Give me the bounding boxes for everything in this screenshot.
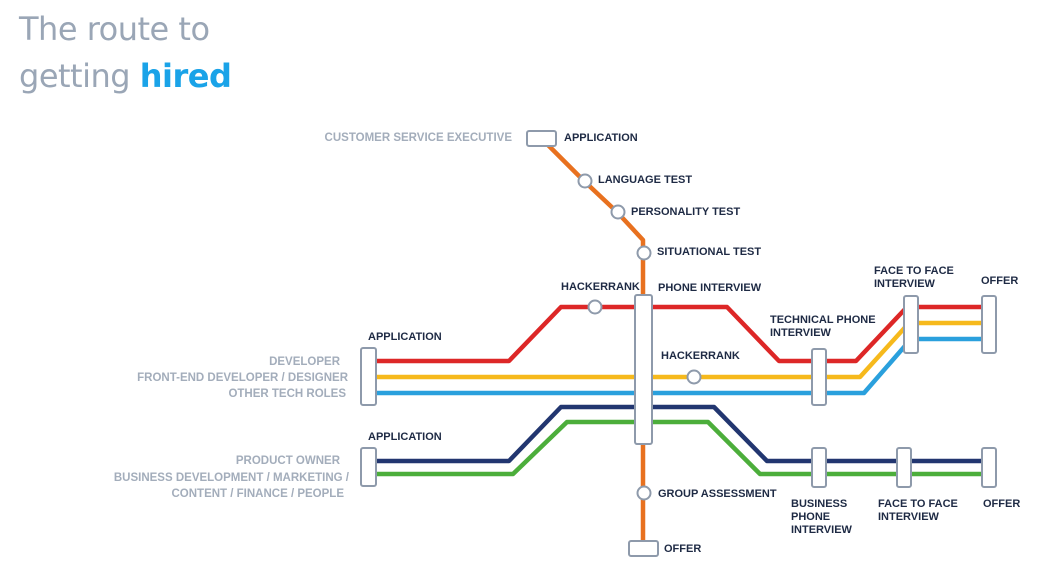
hackerrank-mid-station — [686, 369, 702, 385]
label-technical-phone-line2: INTERVIEW — [770, 327, 832, 339]
title-line-2-prefix: getting — [19, 57, 140, 95]
label-business-application: APPLICATION — [368, 431, 442, 443]
title-highlight: hired — [139, 57, 232, 95]
label-face-to-face-tech-line2: INTERVIEW — [874, 278, 936, 290]
label-business-phone-line1: BUSINESS — [791, 498, 847, 510]
label-offer-tech: OFFER — [981, 275, 1018, 287]
role-product-owner: PRODUCT OWNER — [236, 455, 341, 467]
label-tech-application: APPLICATION — [368, 331, 442, 343]
cse-line — [539, 136, 646, 552]
role-other-tech: OTHER TECH ROLES — [228, 388, 346, 400]
title-line-1: The route to — [19, 10, 210, 48]
label-face-to-face-business-line1: FACE TO FACE — [878, 498, 958, 510]
offer-business-station — [981, 447, 997, 488]
page-title: The route to getting hired — [19, 6, 232, 100]
face-to-face-business-station — [896, 447, 912, 488]
face-to-face-tech-station — [903, 295, 919, 354]
label-face-to-face-tech-line1: FACE TO FACE — [874, 265, 954, 277]
business-line — [365, 419, 992, 477]
other-tech-line — [365, 336, 992, 396]
label-business-phone-line3: INTERVIEW — [791, 524, 853, 536]
label-offer-business: OFFER — [983, 498, 1020, 510]
offer-tech-station — [981, 295, 997, 354]
situational-test-station — [636, 245, 652, 261]
personality-test-station — [610, 204, 626, 220]
label-phone-interview: PHONE INTERVIEW — [658, 282, 762, 294]
language-test-station — [577, 173, 593, 189]
role-business-dev: BUSINESS DEVELOPMENT / MARKETING / — [114, 472, 350, 484]
label-situational-test: SITUATIONAL TEST — [657, 246, 761, 258]
label-hackerrank-top: HACKERRANK — [561, 281, 640, 293]
label-language-test: LANGUAGE TEST — [598, 174, 692, 186]
label-cse-offer: OFFER — [664, 543, 701, 555]
role-content-finance: CONTENT / FINANCE / PEOPLE — [171, 488, 344, 500]
label-cse-application: APPLICATION — [564, 132, 638, 144]
group-assessment-station — [636, 485, 652, 501]
frontend-line — [365, 320, 992, 380]
technical-phone-interview-station — [811, 348, 827, 406]
role-frontend: FRONT-END DEVELOPER / DESIGNER — [137, 372, 349, 384]
label-technical-phone-line1: TECHNICAL PHONE — [770, 314, 876, 326]
label-face-to-face-business-line2: INTERVIEW — [878, 511, 940, 523]
product-owner-line — [365, 404, 992, 464]
label-hackerrank-mid: HACKERRANK — [661, 350, 740, 362]
business-phone-interview-station — [811, 447, 827, 488]
role-cse: CUSTOMER SERVICE EXECUTIVE — [325, 132, 513, 144]
phone-interview-station — [634, 294, 653, 445]
label-personality-test: PERSONALITY TEST — [631, 206, 740, 218]
cse-application-station — [526, 130, 557, 147]
hackerrank-top-station — [587, 299, 603, 315]
cse-offer-station — [628, 540, 659, 557]
business-application-station — [360, 447, 377, 487]
tech-application-station — [360, 347, 377, 406]
label-group-assessment: GROUP ASSESSMENT — [658, 488, 777, 500]
label-business-phone-line2: PHONE — [791, 511, 830, 523]
role-developer: DEVELOPER — [269, 356, 341, 368]
developer-line — [365, 304, 992, 364]
